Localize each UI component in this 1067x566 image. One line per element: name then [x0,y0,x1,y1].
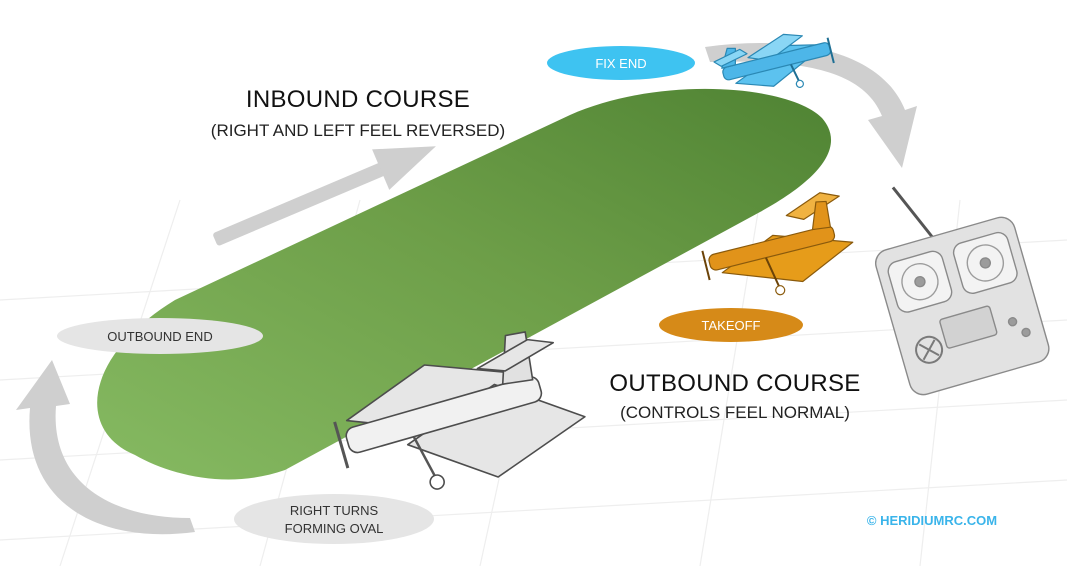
right-turns-pill [234,494,434,544]
takeoff-text: TAKEOFF [702,318,761,333]
takeoff-label: TAKEOFF [659,308,803,342]
flight-oval [97,88,832,480]
fix-end-turn-arrow [705,42,917,168]
inbound-arrow [213,146,436,246]
outbound-end-turn-arrow [16,360,195,535]
outbound-end-pill [57,318,263,354]
direction-arrows [16,42,917,535]
inbound-course-title: INBOUND COURSE [246,86,470,113]
fix-end-text: FIX END [595,56,646,71]
outbound-course-subtitle: (CONTROLS FEEL NORMAL) [620,403,850,422]
outbound-course-title: OUTBOUND COURSE [609,370,860,397]
fix-end-pill [547,46,695,80]
right-turns-text-line1: RIGHT TURNS [290,503,379,518]
right-turns-label: RIGHT TURNS FORMING OVAL [234,494,434,544]
outbound-end-text: OUTBOUND END [107,329,212,344]
inbound-course-subtitle: (RIGHT AND LEFT FEEL REVERSED) [211,121,505,140]
rc-transmitter-icon [875,186,1050,396]
outbound-end-label: OUTBOUND END [57,318,263,354]
right-turns-text-line2: FORMING OVAL [285,521,384,536]
credit-text: © HERIDIUMRC.COM [867,513,997,528]
takeoff-pill [659,308,803,342]
white-airplane-icon [333,331,586,490]
fix-end-label: FIX END [547,46,695,80]
blue-airplane-icon [713,33,835,88]
orange-airplane-icon [701,192,854,296]
